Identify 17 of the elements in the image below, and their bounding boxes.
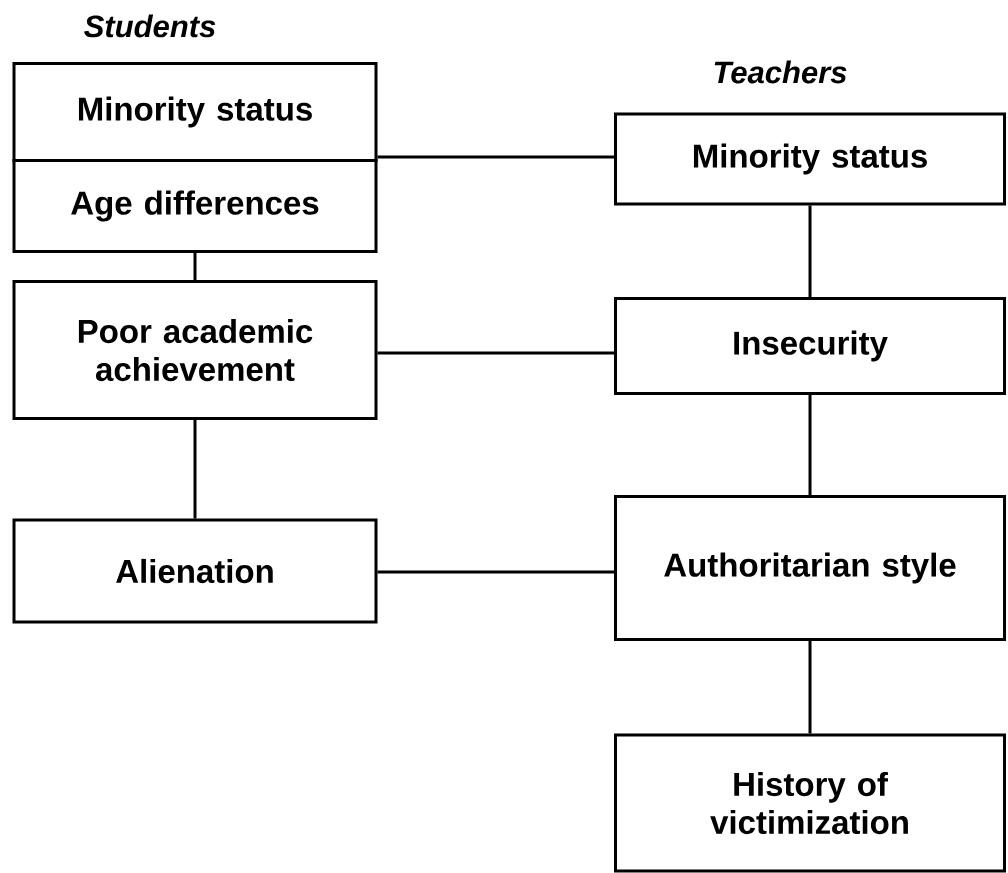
process-box: Minority status	[12, 62, 378, 162]
connector-line	[808, 395, 812, 495]
process-box: History of victimization	[614, 733, 1006, 873]
connector-line	[808, 205, 812, 297]
process-box: Age differences	[12, 159, 378, 253]
connector-line	[193, 253, 197, 280]
connector-line	[377, 570, 614, 574]
connector-line	[377, 155, 614, 159]
connector-line	[377, 351, 614, 355]
process-box: Authoritarian style	[614, 495, 1006, 641]
process-box: Insecurity	[614, 297, 1006, 395]
process-box: Alienation	[12, 518, 378, 624]
connector-line	[193, 420, 197, 519]
process-box: Minority status	[614, 112, 1006, 206]
connector-line	[808, 641, 812, 734]
column-heading: Teachers	[714, 60, 847, 84]
process-box: Poor academic achievement	[12, 280, 378, 420]
